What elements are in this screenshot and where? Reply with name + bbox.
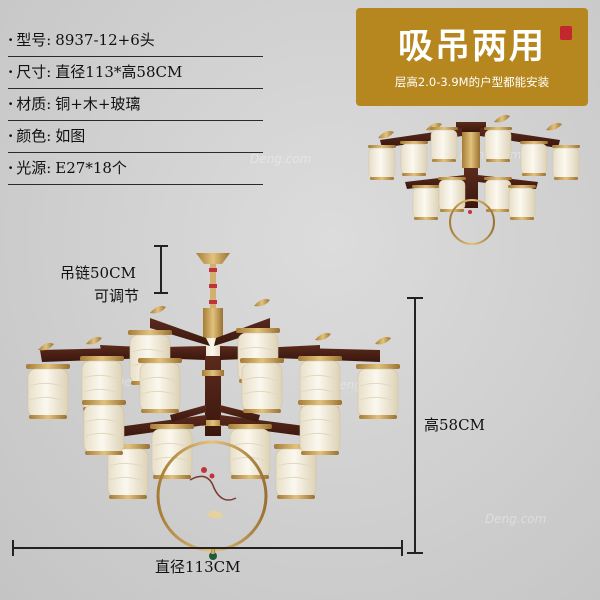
chain-marker-cap (154, 292, 168, 294)
large-chandelier (25, 253, 401, 560)
spec-row-material: ·材质:铜+木+玻璃 (8, 89, 263, 121)
chain-length-label: 吊链50CM (60, 264, 136, 282)
diameter-dimension-cap (12, 540, 14, 556)
diameter-dimension-line (12, 547, 402, 549)
height-dimension-cap (407, 552, 423, 554)
badge-title: 吸吊两用 (397, 27, 546, 67)
spec-row-size: ·尺寸:直径113*高58CM (8, 57, 263, 89)
diameter-label: 直径113CM (155, 558, 241, 576)
watermark: Deng.com (485, 512, 547, 526)
spec-row-light-source: ·光源:E27*18个 (8, 153, 263, 185)
height-dimension-cap (407, 297, 423, 299)
mount-type-badge: 吸吊两用 层高2.0-3.9M的户型都能安装 (356, 8, 588, 106)
chain-marker-cap (154, 245, 168, 247)
seal-icon (560, 26, 572, 40)
watermark: Deng.com (250, 152, 312, 166)
chain-adjustable-label: 可调节 (94, 287, 140, 305)
chain-length-marker (160, 245, 162, 293)
diameter-dimension-cap (401, 540, 403, 556)
badge-subtitle: 层高2.0-3.9M的户型都能安装 (394, 75, 550, 89)
spec-row-model: ·型号:8937-12+6头 (8, 25, 263, 57)
small-chandelier (367, 114, 581, 245)
height-dimension-line (414, 297, 416, 553)
height-label: 高58CM (424, 416, 485, 434)
spec-list: ·型号:8937-12+6头 ·尺寸:直径113*高58CM ·材质:铜+木+玻… (8, 25, 263, 185)
spec-row-color: ·颜色:如图 (8, 121, 263, 153)
